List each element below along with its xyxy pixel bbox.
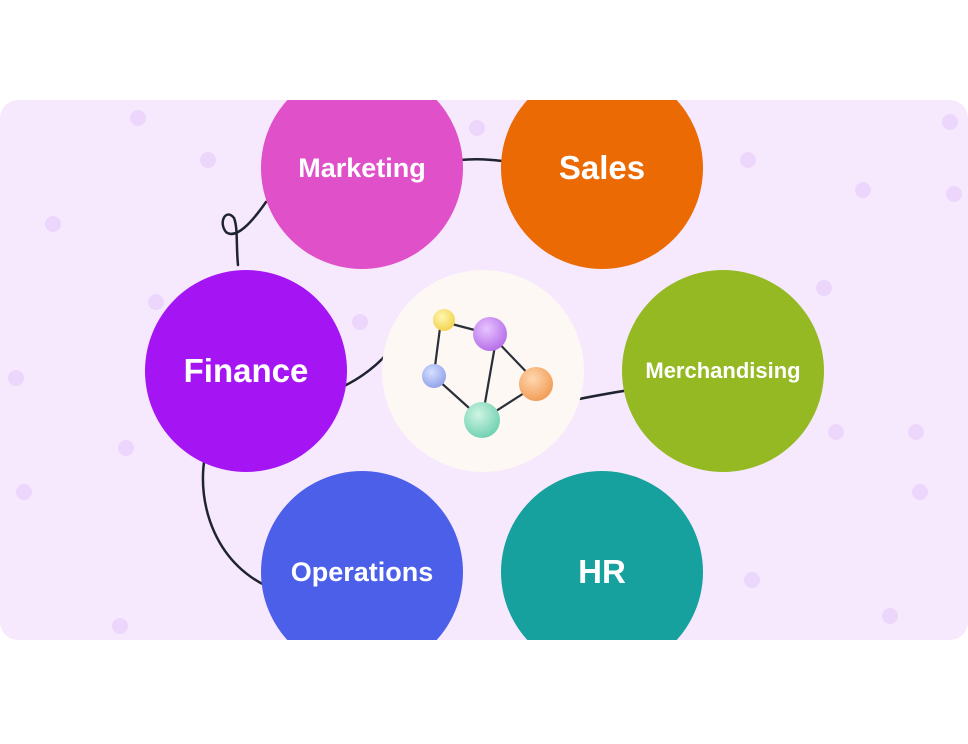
decorative-dot	[130, 110, 146, 126]
node-label-marketing: Marketing	[298, 152, 426, 183]
decorative-dot	[908, 424, 924, 440]
decorative-dot	[740, 152, 756, 168]
connector-finance-operations	[201, 454, 278, 592]
node-operations: Operations	[261, 471, 463, 673]
node-label-merchandising: Merchandising	[645, 358, 801, 383]
node-label-finance: Finance	[183, 352, 309, 389]
decorative-dot	[352, 314, 368, 330]
node-merchandising: Merchandising	[622, 270, 824, 472]
connector-marketing-sales	[458, 157, 504, 163]
decorative-dot	[946, 186, 962, 202]
decorative-dot	[882, 608, 898, 624]
node-label-hr: HR	[578, 553, 626, 590]
decorative-dot	[118, 440, 134, 456]
decorative-dot	[469, 120, 485, 136]
node-label-operations: Operations	[290, 556, 434, 587]
node-marketing: Marketing	[261, 67, 463, 269]
decorative-dot	[8, 370, 24, 386]
network-nodes-icon	[422, 309, 553, 438]
connector-finance-marketing	[221, 200, 268, 267]
decorative-dot	[744, 572, 760, 588]
decorative-dot	[912, 484, 928, 500]
node-label-sales: Sales	[558, 149, 646, 186]
decorative-dot	[45, 216, 61, 232]
hub-node	[382, 270, 584, 472]
decorative-dot	[942, 114, 958, 130]
decorative-dot	[200, 152, 216, 168]
node-hr: HR	[501, 471, 703, 673]
decorative-dot	[828, 424, 844, 440]
bottom-whitespace	[0, 640, 968, 744]
decorative-dot	[816, 280, 832, 296]
decorative-dot	[148, 294, 164, 310]
decorative-dot	[112, 618, 128, 634]
node-sales: Sales	[501, 67, 703, 269]
decorative-dot	[16, 484, 32, 500]
node-finance: Finance	[145, 270, 347, 472]
decorative-dot	[855, 182, 871, 198]
top-whitespace	[0, 0, 968, 100]
